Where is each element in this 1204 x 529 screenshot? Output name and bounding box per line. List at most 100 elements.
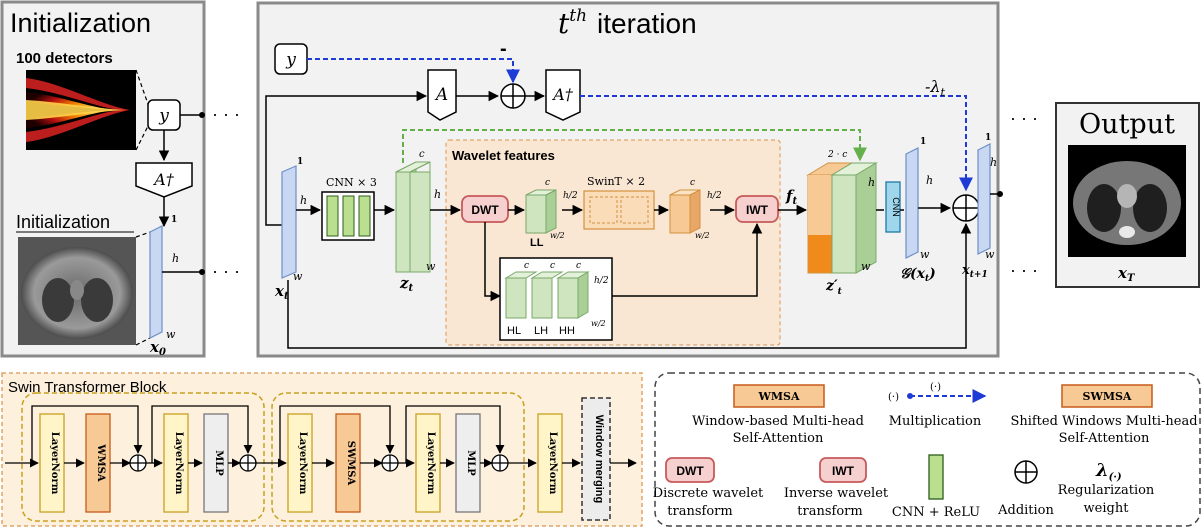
legend-wmsa-box — [733, 384, 825, 408]
zt-dim-h: h — [434, 188, 441, 201]
swin-ln-5 — [537, 413, 563, 513]
legend-swmsa-box — [1061, 384, 1153, 408]
legend-lambda-sym: λ(·) — [1095, 460, 1122, 483]
legend-swmsa-desc-1: Shifted Windows Multi-head — [1010, 414, 1197, 429]
legend-wmsa-label: WMSA — [757, 390, 799, 403]
swin-mlp-2-label: MLP — [465, 450, 476, 476]
legend-panel: WMSA Window-based Multi-head Self-Attent… — [653, 372, 1201, 527]
init-title: Initialization — [10, 8, 151, 38]
hh-dim-c: c — [576, 261, 581, 271]
legend-wmsa-desc-1: Window-based Multi-head — [692, 414, 864, 429]
xt-dim-w: w — [293, 270, 303, 283]
init-dots-bottom: · · · — [212, 261, 240, 281]
zt-prime-dim-w: w — [861, 260, 871, 273]
initial-ct-image — [18, 237, 136, 345]
legend-iwt-desc-1: Inverse wavelet — [784, 486, 889, 501]
g-xt-label: 𝒢(xt) — [900, 266, 936, 284]
swin-transformer-panel: Swin Transformer Block LayerNorm WMSA La… — [1, 372, 643, 527]
xt-dim-1: 1 — [297, 157, 303, 167]
iwt-label: IWT — [746, 203, 769, 217]
x0-dim-w: w — [166, 328, 176, 341]
lh-feature — [530, 271, 564, 319]
legend-swmsa-desc-2: Self-Attention — [1059, 431, 1150, 446]
lh-dim-c: c — [550, 261, 555, 271]
legend-dwt-box — [665, 457, 715, 483]
legend-cnn-desc: CNN + ReLU — [892, 505, 980, 520]
x0-feature — [149, 225, 163, 339]
a-operator-label: A — [434, 85, 448, 105]
legend-mult-sym-1: (·) — [888, 392, 899, 403]
legend-wmsa-desc-2: Self-Attention — [733, 431, 824, 446]
swin-ln-5-label: LayerNorm — [547, 432, 558, 495]
x0-dim-1: 1 — [171, 215, 177, 225]
xt-label: xt — [274, 282, 289, 302]
legend-iwt-desc-2: transform — [797, 504, 862, 519]
swin-mlp-2 — [455, 413, 481, 513]
xt1-dim-1: 1 — [985, 133, 991, 143]
swin-ln-1 — [39, 413, 65, 513]
swin-ln-4-label: LayerNorm — [425, 432, 436, 495]
legend-swmsa-label: SWMSA — [1083, 390, 1132, 403]
ll-dim-c: c — [545, 178, 550, 188]
swin-wmsa-1-label: WMSA — [95, 443, 106, 482]
g-xt-feature — [905, 147, 919, 259]
a-dagger-operator-label: A† — [551, 85, 574, 104]
hh-feature — [556, 271, 590, 319]
swin-ln-2-label: LayerNorm — [173, 432, 184, 495]
init-a-dagger-block — [135, 162, 193, 198]
swint-out-dim-w2: w/2 — [695, 231, 710, 240]
zt-prime-label: z′t — [825, 278, 843, 297]
xt1-label: xt+1 — [961, 263, 988, 280]
xt-feature — [281, 165, 297, 279]
swin-ln-3-label: LayerNorm — [297, 432, 308, 495]
output-panel: Output xT — [1055, 102, 1200, 288]
swin-title: Swin Transformer Block — [8, 379, 167, 396]
ft-label: ft — [785, 187, 797, 207]
sinogram-image — [26, 70, 136, 150]
legend-dwt-desc-2: transform — [667, 504, 732, 519]
swin-ln-1-label: LayerNorm — [49, 432, 60, 495]
swin-group-1 — [21, 392, 265, 522]
ll-feature — [525, 189, 557, 234]
legend-dwt-label: DWT — [676, 464, 704, 478]
hl-dim-c: c — [524, 261, 529, 271]
dots-right-top: · · · — [1010, 108, 1038, 128]
ll-label: LL — [530, 237, 544, 249]
xT-label: xT — [1117, 264, 1136, 284]
legend-iwt-box — [819, 457, 867, 483]
dwt-label: DWT — [471, 203, 499, 217]
zt-prime-feature — [806, 162, 878, 274]
a-operator-block — [427, 69, 457, 121]
zt-dim-w: w — [426, 260, 436, 273]
legend-mult-sym-2: (·) — [930, 382, 941, 393]
xt1-dim-w: w — [985, 248, 995, 261]
legend-border — [654, 372, 1201, 527]
output-title: Output — [1079, 109, 1175, 140]
g-dim-w: w — [920, 248, 930, 261]
ll-dim-h2: h/2 — [563, 191, 578, 201]
dots-right-bottom: · · · — [1010, 260, 1038, 280]
initialization-panel: Initialization 100 detectors y A† Initia… — [0, 0, 240, 358]
cnn-label: CNN — [891, 197, 901, 217]
wavelet-title: Wavelet features — [452, 148, 555, 163]
zt-label: zt — [399, 274, 414, 294]
init-dots-top: · · · — [212, 104, 240, 124]
swin-mlp-1-label: MLP — [213, 450, 224, 476]
legend-lambda-desc-2: weight — [1084, 501, 1130, 516]
hf-dim-w2: w/2 — [591, 319, 606, 328]
swint-out-dim-c: c — [690, 178, 695, 188]
x0-dim-h: h — [172, 252, 179, 265]
xt1-dim-h: h — [990, 156, 997, 169]
a-dagger-operator-block — [545, 69, 581, 121]
swin-window-merging-label: Window merging — [593, 415, 605, 504]
hf-dim-h2: h/2 — [594, 276, 609, 286]
init-sub-title: Initialization — [16, 212, 110, 232]
swin-window-merging — [581, 397, 611, 521]
swin-ln-2 — [163, 413, 189, 513]
ll-dim-w2: w/2 — [550, 231, 565, 240]
swint-label: SwinT × 2 — [587, 175, 645, 188]
init-a-dagger-label: A† — [152, 170, 175, 189]
